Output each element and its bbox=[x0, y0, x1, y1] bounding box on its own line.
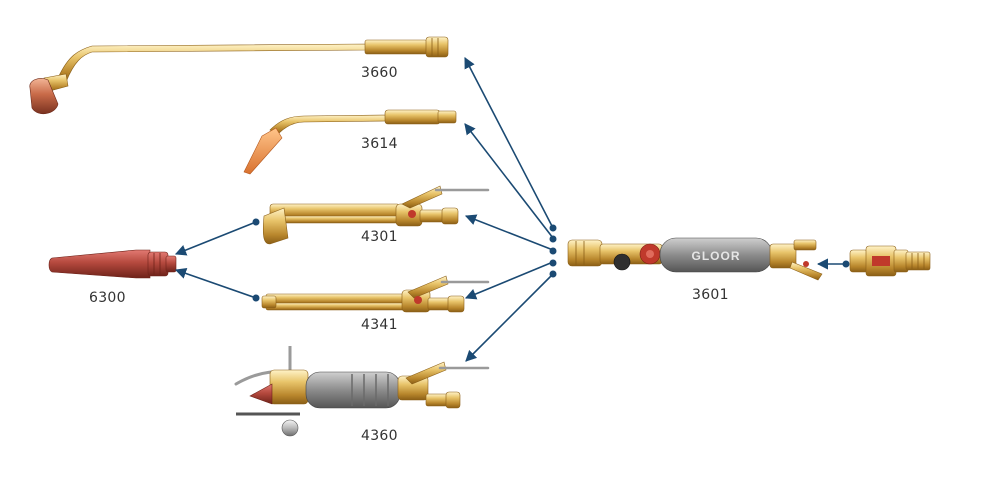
arrow-to-3614 bbox=[464, 123, 554, 239]
label-3601: 3601 bbox=[692, 287, 729, 303]
handle-brand-text: GLOOR bbox=[692, 249, 741, 263]
part-3614-image bbox=[243, 109, 457, 175]
label-3660: 3660 bbox=[361, 65, 398, 81]
arrow-to-4301 bbox=[464, 214, 554, 251]
arrow-4301-to-6300 bbox=[174, 221, 257, 256]
arrow-dot bbox=[549, 247, 557, 255]
label-6300: 6300 bbox=[89, 290, 126, 306]
arrow-dot bbox=[549, 270, 557, 278]
part-4341-image bbox=[261, 275, 490, 313]
part-3660-image bbox=[29, 36, 449, 115]
arrow-dot bbox=[549, 235, 557, 243]
label-4301: 4301 bbox=[361, 229, 398, 245]
arrow-origin-dots bbox=[252, 218, 850, 302]
part-6300-image bbox=[48, 249, 177, 279]
connection-arrows bbox=[174, 57, 846, 362]
arrow-to-3660 bbox=[464, 57, 554, 229]
arrow-dot bbox=[549, 224, 557, 232]
arrow-dot bbox=[549, 259, 557, 267]
arrow-4341-to-6300 bbox=[174, 268, 257, 299]
connector-fitting-image bbox=[849, 245, 931, 277]
arrow-dot bbox=[252, 218, 260, 226]
part-4301-image bbox=[262, 185, 490, 245]
label-4360: 4360 bbox=[361, 428, 398, 444]
arrow-to-4341 bbox=[464, 261, 554, 300]
part-3601-image: GLOOR bbox=[567, 237, 823, 281]
label-4341: 4341 bbox=[361, 317, 398, 333]
part-4360-image bbox=[234, 346, 490, 437]
arrow-dot bbox=[252, 294, 260, 302]
label-3614: 3614 bbox=[361, 136, 398, 152]
arrow-dot bbox=[842, 260, 850, 268]
arrow-to-4360 bbox=[465, 273, 554, 362]
